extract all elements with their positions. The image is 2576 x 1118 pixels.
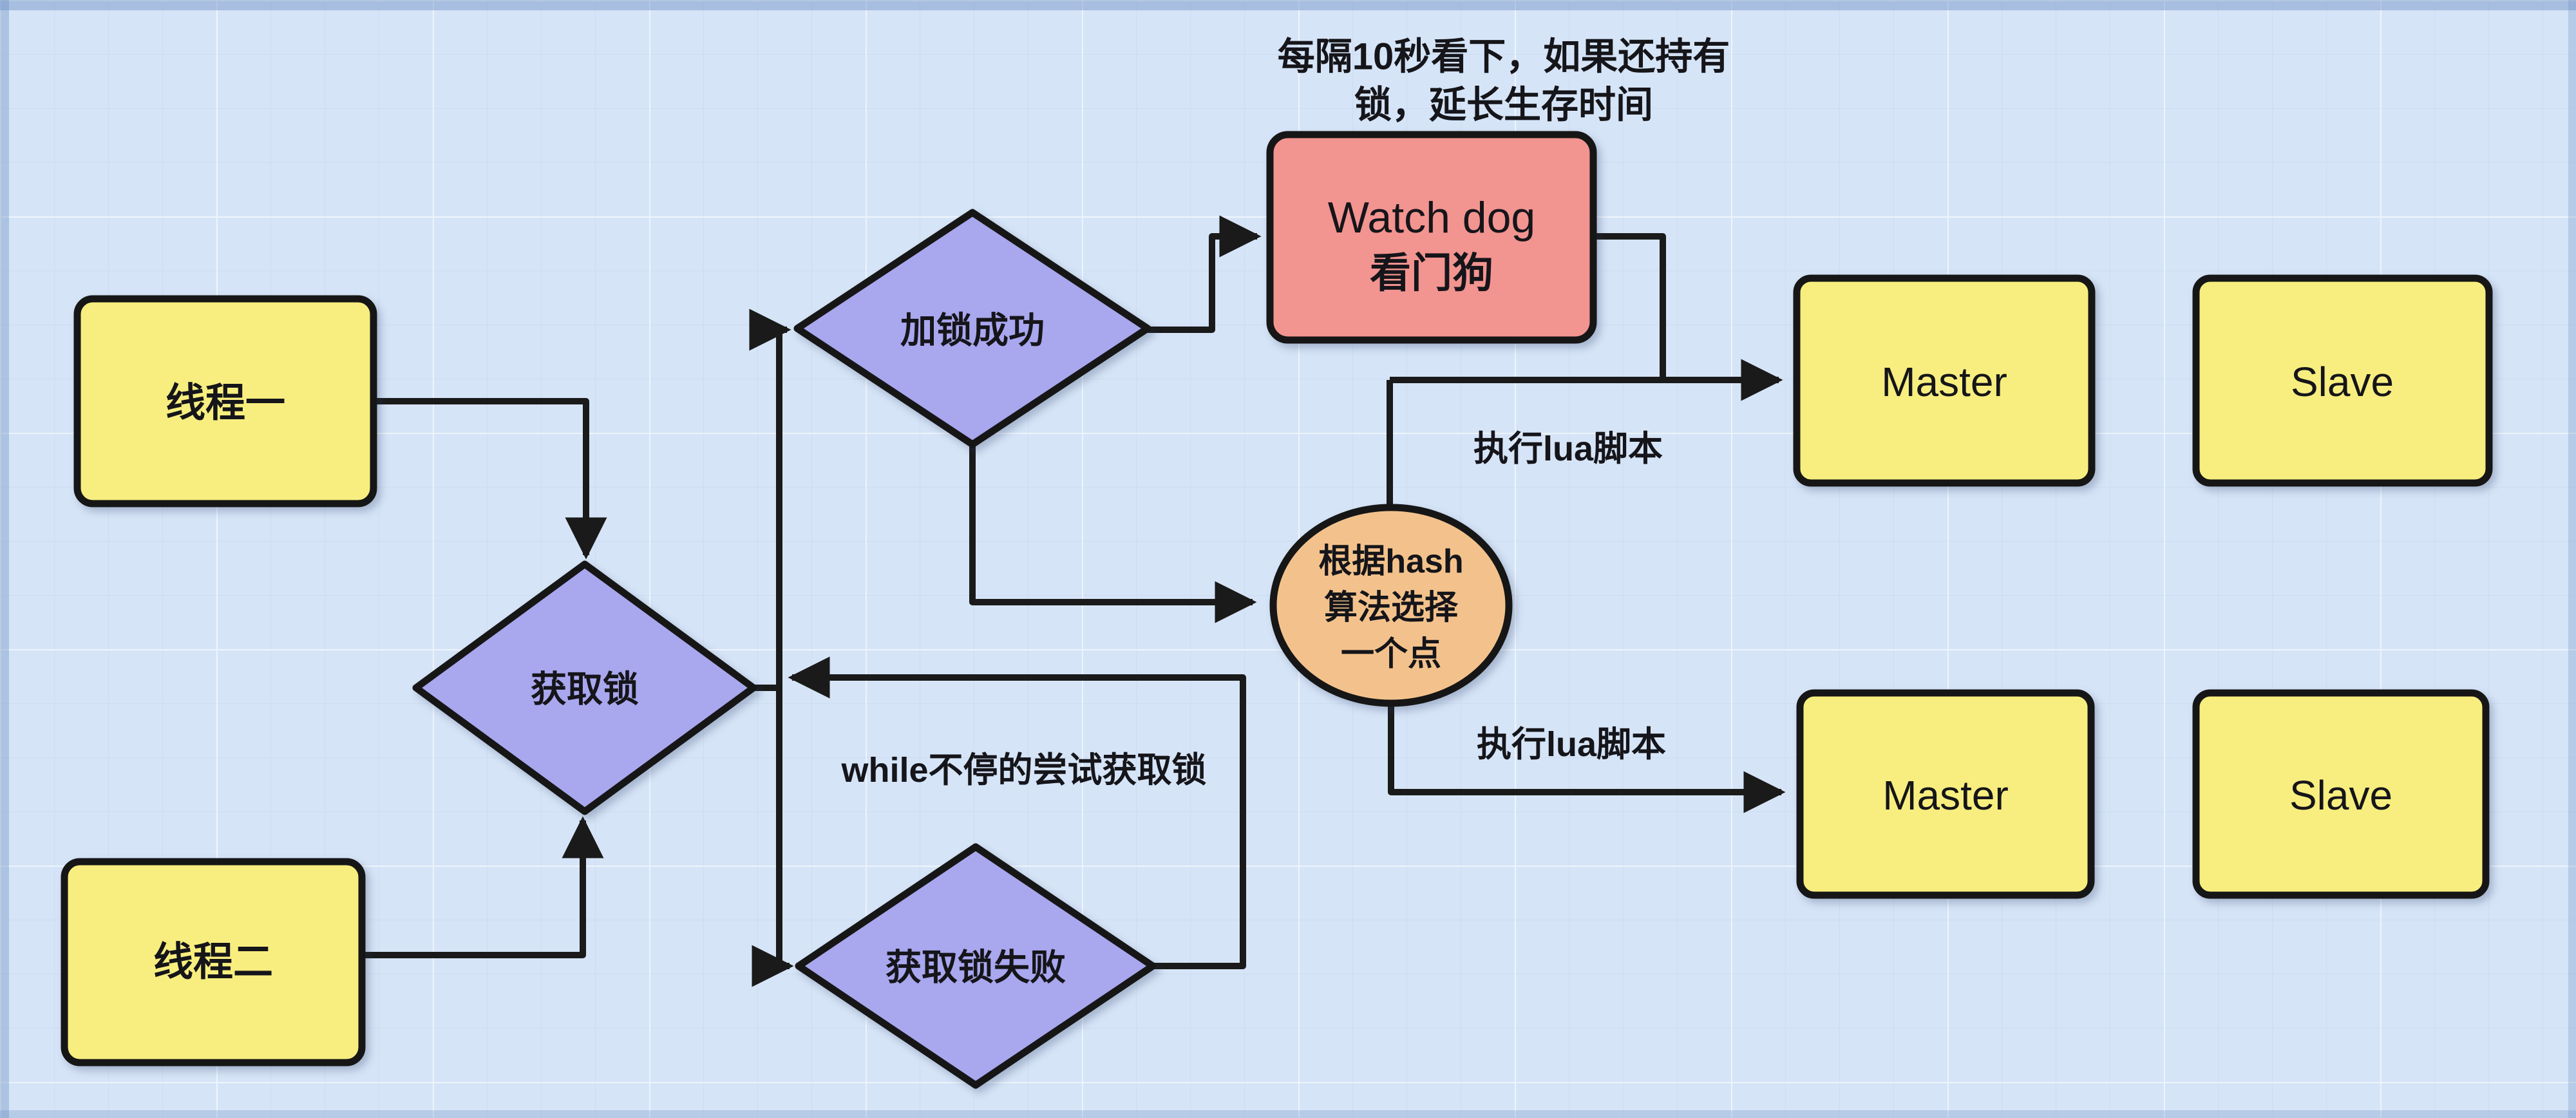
edge-thread1-to-acquire-lock [374,398,607,560]
slave-top-box [2192,274,2493,487]
lua-script-label-top: 执行lua脚本 [1473,430,1663,468]
slave-top-label: Slave [2291,359,2394,405]
watchdog-box [1266,131,1597,344]
while-retry-label: while不停的尝试获取锁 [840,751,1206,790]
watchdog-label-line2: 看门狗 [1370,250,1493,296]
master-top-box [1793,274,2096,487]
edge-thread2-to-acquire-lock [362,816,604,958]
acquire-lock-label: 获取锁 [531,669,639,710]
master-bottom-label: Master [1882,772,2009,819]
annotations: 每隔10秒看下，如果还持有 锁，延长生存时间 执行lua脚本 执行lua脚本 w… [840,36,1730,790]
lock-success-diamond [793,209,1151,448]
hash-select-label-line1: 根据hash [1318,543,1463,580]
master-top-label: Master [1881,359,2007,405]
thread2-label: 线程二 [153,940,273,985]
thread1-box [73,295,377,507]
lock-fail-label: 获取锁失败 [886,947,1066,988]
edge-hash-circle-to-master-bottom [1388,703,1786,813]
edge-lock-success-to-watchdog [1148,215,1262,333]
lock-success-label: 加锁成功 [900,310,1045,351]
hash-select-label-line3: 一个点 [1341,636,1441,673]
hash-select-circle [1269,504,1513,707]
watchdog-label-line1: Watch dog [1328,193,1536,242]
watchdog-note-line1: 每隔10秒看下，如果还持有 [1278,36,1730,78]
watchdog-note-line2: 锁，延长生存时间 [1354,84,1653,126]
node-labels: 线程一 线程二 获取锁 加锁成功 获取锁失败 Watch dog 看门狗 根据h… [153,193,2394,988]
hash-select-label-line2: 算法选择 [1324,589,1459,627]
edge-lock-fail-retry-loop [788,656,1246,969]
acquire-lock-diamond [412,560,757,815]
edge-watchdog-to-master-line [1593,233,1666,377]
slave-bottom-box [2192,689,2490,899]
slave-bottom-label: Slave [2289,772,2392,819]
lua-script-label-bottom: 执行lua脚本 [1477,725,1666,764]
node-shapes [61,131,2493,1089]
edge-lock-success-to-hash-circle [969,444,1257,623]
lock-fail-diamond [795,843,1157,1089]
connector-lines [362,215,1786,987]
master-bottom-box [1796,689,2095,899]
thread1-label: 线程一 [166,381,285,426]
thread2-box [61,858,366,1066]
